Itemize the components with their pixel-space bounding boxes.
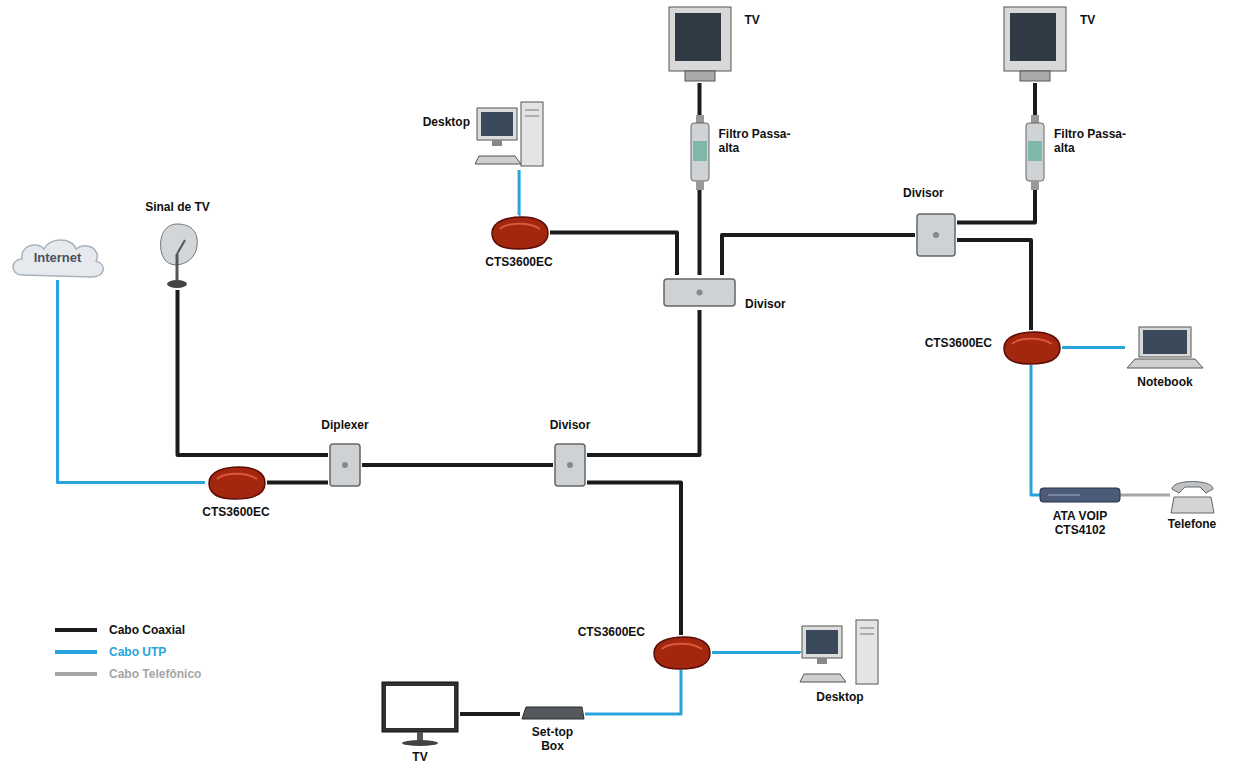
device-label: CTS3600EC — [479, 255, 559, 269]
voip-adapter: ATA VOIP CTS4102 — [1040, 485, 1120, 505]
utp-cable — [58, 280, 206, 483]
cts-icon — [650, 635, 712, 670]
device-label: TV — [380, 750, 460, 764]
phone-icon — [1170, 475, 1215, 515]
coaxial-cable — [1033, 83, 1037, 115]
desktop-computer: Desktop — [475, 100, 545, 170]
legend-entry: Cabo UTP — [55, 644, 275, 660]
desktop-computer: Desktop — [800, 618, 880, 688]
powerline-adapter: CTS3600EC — [488, 215, 550, 250]
split2-icon — [328, 440, 362, 490]
coaxial-cable — [698, 83, 702, 115]
utp-cable — [1062, 346, 1125, 349]
satellite-dish: Sinal de TV — [155, 220, 200, 290]
coaxial-cable — [587, 483, 681, 636]
device-label: Sinal de TV — [135, 200, 220, 214]
split2-icon — [915, 210, 957, 260]
ata-icon — [1040, 485, 1120, 505]
set-top-box: Set-top Box — [520, 705, 585, 723]
device-label: Divisor — [745, 297, 805, 311]
utp-cable — [518, 170, 521, 215]
device-label: Set-top Box — [525, 725, 580, 753]
lcd-icon — [380, 680, 460, 748]
television: TV — [380, 680, 460, 748]
television: TV — [665, 5, 735, 83]
legend-swatch — [55, 672, 97, 676]
device-label: CTS3600EC — [195, 505, 277, 519]
utp-cable — [1031, 365, 1040, 495]
phone-cable — [1120, 494, 1170, 497]
coaxial-cable — [362, 463, 553, 467]
splitter: Divisor — [915, 210, 957, 260]
device-label: CTS3600EC — [555, 625, 645, 639]
notebook: Notebook — [1125, 325, 1205, 370]
device-label: TV — [745, 13, 775, 27]
utp-cable — [585, 670, 681, 714]
device-label: ATA VOIP CTS4102 — [1040, 509, 1120, 537]
legend-text: Cabo Telefônico — [109, 666, 201, 682]
device-label: Divisor — [903, 186, 963, 200]
splitter: Divisor — [662, 275, 737, 310]
cts-icon — [488, 215, 550, 250]
legend-text: Cabo UTP — [109, 644, 166, 660]
device-label: Divisor — [530, 418, 610, 432]
coaxial-cable — [267, 481, 328, 485]
device-label: Telefone — [1162, 517, 1222, 531]
device-label: CTS3600EC — [902, 336, 992, 350]
legend-entry: Cabo Telefônico — [55, 666, 275, 682]
internet-cloud: Internet — [10, 235, 105, 280]
legend-entry: Cabo Coaxial — [55, 622, 275, 638]
device-label: Desktop — [800, 690, 880, 704]
device-label: Filtro Passa-alta — [1054, 127, 1129, 155]
legend-text: Cabo Coaxial — [109, 622, 185, 638]
coaxial-cable — [722, 235, 915, 275]
coaxial-cable — [460, 712, 520, 716]
dish-icon — [155, 220, 200, 290]
powerline-adapter: CTS3600EC — [1000, 330, 1062, 365]
television: TV — [1000, 5, 1070, 83]
crt-icon — [1000, 5, 1070, 83]
device-label: TV — [1080, 13, 1110, 27]
legend-swatch — [55, 628, 97, 632]
telephone: Telefone — [1170, 475, 1215, 515]
coaxial-cable — [957, 190, 1035, 223]
legend-swatch — [55, 650, 97, 654]
highpass-filter: Filtro Passa-alta — [1024, 115, 1046, 190]
powerline-adapter: CTS3600EC — [205, 465, 267, 500]
splitter: Divisor — [553, 440, 587, 490]
powerline-adapter: CTS3600EC — [650, 635, 712, 670]
desktop-icon — [475, 100, 545, 170]
coaxial-cable — [550, 233, 677, 276]
split2-icon — [553, 440, 587, 490]
cts-icon — [205, 465, 267, 500]
coaxial-cable — [957, 240, 1031, 330]
device-label: Notebook — [1125, 375, 1205, 389]
filter-icon — [689, 115, 711, 190]
coaxial-cable — [178, 290, 329, 455]
utp-cable — [712, 651, 800, 655]
device-label: Diplexer — [305, 418, 385, 432]
crt-icon — [665, 5, 735, 83]
desktop-icon — [800, 618, 880, 688]
highpass-filter: Filtro Passa-alta — [689, 115, 711, 190]
coaxial-cable — [698, 190, 702, 275]
notebook-icon — [1125, 325, 1205, 370]
coaxial-cable — [587, 310, 700, 455]
cts-icon — [1000, 330, 1062, 365]
device-label: Desktop — [410, 115, 470, 129]
diplexer: Diplexer — [328, 440, 362, 490]
device-label: Filtro Passa-alta — [719, 127, 794, 155]
filter-icon — [1024, 115, 1046, 190]
device-label: Internet — [10, 235, 105, 280]
split3-icon — [662, 275, 737, 310]
stb-icon — [520, 705, 585, 723]
